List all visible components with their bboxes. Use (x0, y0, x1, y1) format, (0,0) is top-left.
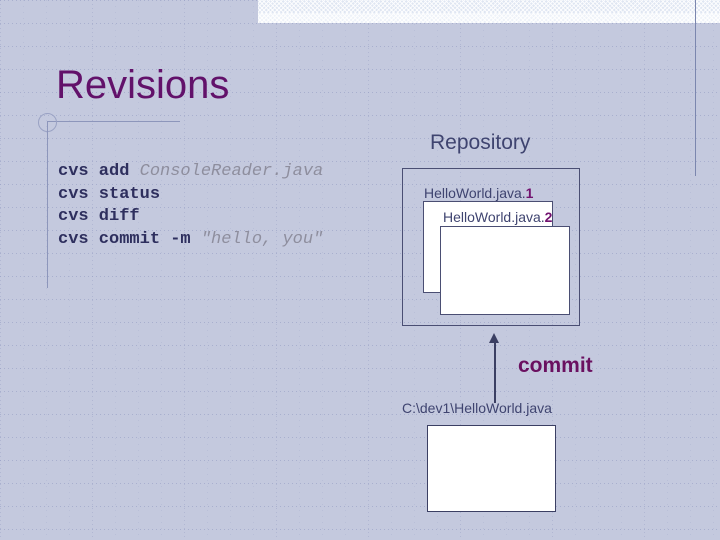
grid-line-v (644, 0, 645, 540)
grid-line-h (0, 299, 720, 300)
command-line: cvs commit -m "hello, you" (58, 230, 323, 249)
grid-line-h (0, 345, 720, 346)
grid-line-h (0, 506, 720, 507)
title-underline (47, 121, 180, 122)
grid-line-v (368, 0, 369, 540)
grid-line-h (0, 115, 720, 116)
grid-line-v (0, 0, 1, 540)
grid-line-h (0, 322, 720, 323)
grid-line-h (0, 414, 720, 415)
grid-line-h (0, 529, 720, 530)
page-title: Revisions (56, 63, 230, 107)
grid-line-h (0, 253, 720, 254)
working-copy-path: C:\dev1\HelloWorld.java (402, 400, 552, 416)
repository-revision-box-2 (440, 226, 570, 315)
arrow-stem (494, 341, 496, 403)
top-texture-band (258, 0, 720, 13)
repository-file-1-name: HelloWorld.java. (424, 185, 526, 201)
command-text: cvs status (58, 184, 161, 204)
command-text: cvs add (58, 162, 140, 181)
repository-label: Repository (430, 131, 531, 154)
grid-line-h (0, 23, 720, 24)
command-line: cvs status (58, 185, 160, 204)
grid-line-h (0, 391, 720, 392)
grid-line-h (0, 437, 720, 438)
repository-file-2-name: HelloWorld.java. (443, 209, 545, 225)
repository-container-box (402, 168, 580, 326)
grid-line-v (23, 0, 24, 540)
top-texture-band-soft (258, 13, 720, 23)
repository-file-2-version: 2 (544, 209, 553, 225)
grid-line-v (322, 0, 323, 540)
command-line: cvs add ConsoleReader.java (58, 162, 323, 181)
command-line: cvs diff (58, 207, 140, 226)
left-vertical-rule (47, 121, 48, 288)
grid-line-h (0, 276, 720, 277)
command-arg: ConsoleReader.java (139, 162, 324, 181)
grid-line-v (690, 0, 691, 540)
grid-line-h (0, 138, 720, 139)
grid-line-v (276, 0, 277, 540)
command-list: cvs add ConsoleReader.java cvs status cv… (58, 161, 323, 251)
grid-line-v (598, 0, 599, 540)
grid-line-v (667, 0, 668, 540)
arrow-up-icon (489, 333, 499, 343)
command-text: cvs diff (58, 207, 140, 226)
grid-line-h (0, 460, 720, 461)
grid-line-v (621, 0, 622, 540)
command-text: cvs commit -m (58, 229, 201, 249)
repository-file-1: HelloWorld.java.1 (424, 185, 533, 201)
grid-line-v (230, 0, 231, 540)
grid-line-v (345, 0, 346, 540)
grid-line-v (299, 0, 300, 540)
working-copy-box (427, 425, 556, 512)
grid-line-v (253, 0, 254, 540)
right-edge-rule (695, 0, 696, 176)
grid-line-h (0, 46, 720, 47)
commit-label: commit (518, 354, 593, 377)
grid-line-h (0, 483, 720, 484)
command-arg: "hello, you" (200, 229, 324, 249)
grid-line-v (713, 0, 714, 540)
grid-line-v (391, 0, 392, 540)
repository-file-2: HelloWorld.java.2 (443, 209, 552, 225)
repository-file-1-version: 1 (525, 185, 534, 201)
grid-line-h (0, 368, 720, 369)
